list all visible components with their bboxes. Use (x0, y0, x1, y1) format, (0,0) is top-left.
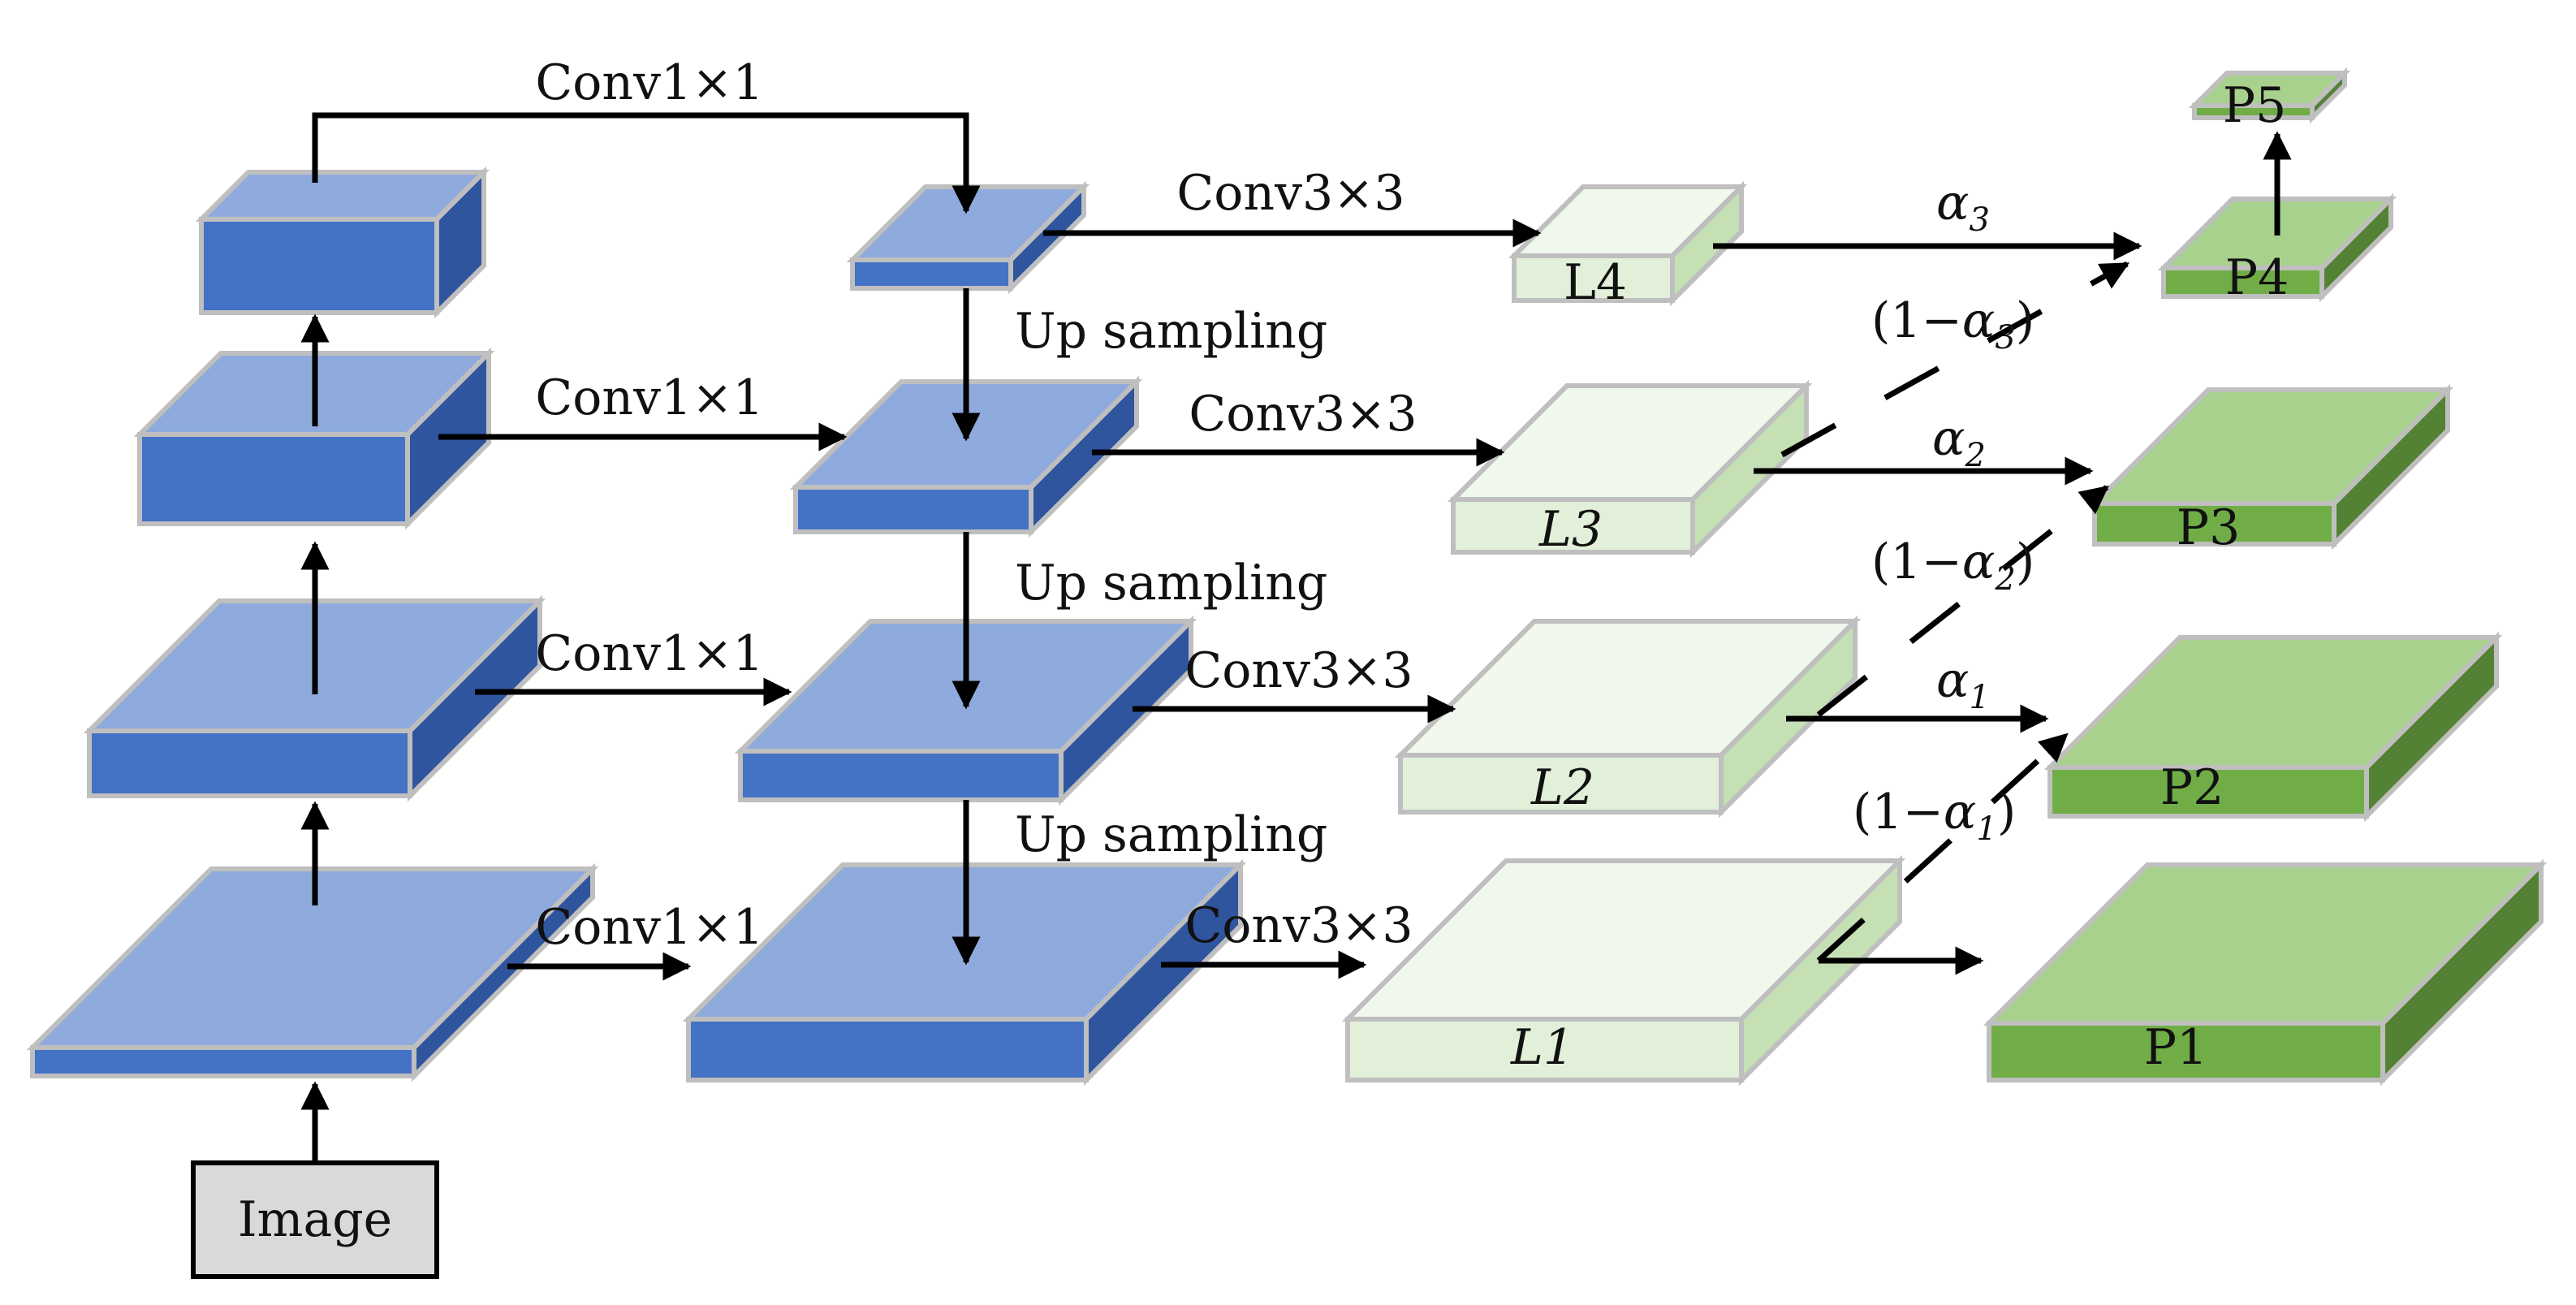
label-alpha1: α1 (1936, 652, 1990, 716)
label-alpha3: α3 (1936, 175, 1990, 239)
lateral-l2-front (1398, 753, 1724, 815)
label-up-1: Up sampling (1015, 303, 1327, 360)
topdown-m4 (846, 180, 1090, 295)
output-p1-front (1987, 1021, 2385, 1082)
label-conv1-row2: Conv1×1 (535, 625, 763, 682)
label-one-minus-alpha2: (1−α2) (1871, 534, 2034, 598)
label-up-2: Up sampling (1015, 555, 1327, 611)
label-l2: L2 (1530, 759, 1594, 816)
label-conv3-row2: Conv3×3 (1184, 642, 1413, 699)
label-one-minus-alpha3: (1−α3) (1871, 292, 2034, 356)
label-l4: L4 (1564, 254, 1627, 311)
output-p3-front (2092, 501, 2337, 547)
label-conv1-top: Conv1×1 (535, 54, 763, 111)
conv3-arrows (1043, 218, 1542, 979)
label-conv1-row3: Conv1×1 (535, 369, 763, 426)
slab-labels: L4 L3 L2 L1 P5 P4 P3 P2 P1 (1510, 77, 2289, 1076)
label-one-minus-alpha1: (1−α1) (1853, 784, 2016, 848)
label-p3: P3 (2177, 499, 2241, 556)
backbone-c4 (195, 166, 490, 319)
label-conv3-row3: Conv3×3 (1189, 386, 1417, 443)
topdown-m3-front (793, 485, 1033, 534)
output-p5-front (2192, 103, 2315, 120)
lateral-l1-front (1345, 1017, 1744, 1082)
lateral-l4-front (1512, 253, 1675, 303)
backbone-c1-front (30, 1045, 416, 1078)
label-conv1-row1: Conv1×1 (535, 899, 763, 956)
label-conv3-row4: Conv3×3 (1176, 165, 1405, 222)
arrow-one-minus-alpha1 (1816, 732, 2069, 963)
edge-labels: Conv1×1 Conv1×1 Conv1×1 Conv1×1 Conv3×3 … (535, 54, 1417, 956)
lateral-l4 (1508, 180, 1748, 307)
backbone-c4-front (199, 217, 439, 315)
fusion-arrows (1713, 131, 2292, 975)
label-p2: P2 (2160, 759, 2224, 816)
label-alpha2: α2 (1932, 410, 1986, 474)
lateral-l3 (1447, 379, 1813, 559)
label-l3: L3 (1538, 501, 1603, 558)
label-l1: L1 (1510, 1019, 1574, 1076)
weight-labels: α3 α2 α1 (1−α3) (1−α2) (1−α1) (1853, 175, 2034, 848)
label-up-3: Up sampling (1015, 806, 1327, 863)
label-p1: P1 (2144, 1019, 2208, 1076)
conv1-arrows (312, 112, 981, 981)
output-p4-front (2161, 266, 2324, 299)
label-p4: P4 (2225, 249, 2289, 306)
lateral-l3-front (1451, 497, 1695, 555)
output-p2 (2043, 631, 2503, 823)
output-p1 (1983, 858, 2548, 1087)
topdown-m4-front (850, 257, 1013, 291)
backbone-c2-front (87, 728, 412, 798)
image-input-label: Image (238, 1191, 392, 1248)
residual-dashed-arrows (1780, 261, 2130, 963)
topdown-m2 (734, 615, 1197, 806)
lateral-column (1341, 180, 1906, 1087)
output-column (1983, 67, 2548, 1087)
topdown-m1-front (686, 1017, 1089, 1082)
output-p5 (2188, 67, 2351, 124)
backbone-c3-front (137, 432, 410, 526)
top-down-column (682, 180, 1247, 1087)
lateral-l2 (1394, 615, 1862, 819)
backbone-c1 (26, 862, 599, 1082)
output-p3 (2088, 383, 2454, 551)
label-conv3-row1: Conv3×3 (1184, 897, 1413, 954)
output-p2-front (2047, 765, 2369, 819)
label-p5: P5 (2223, 77, 2287, 134)
arrow-conv1-top (312, 112, 981, 214)
topdown-m2-front (738, 749, 1064, 802)
lateral-l1 (1341, 854, 1906, 1087)
